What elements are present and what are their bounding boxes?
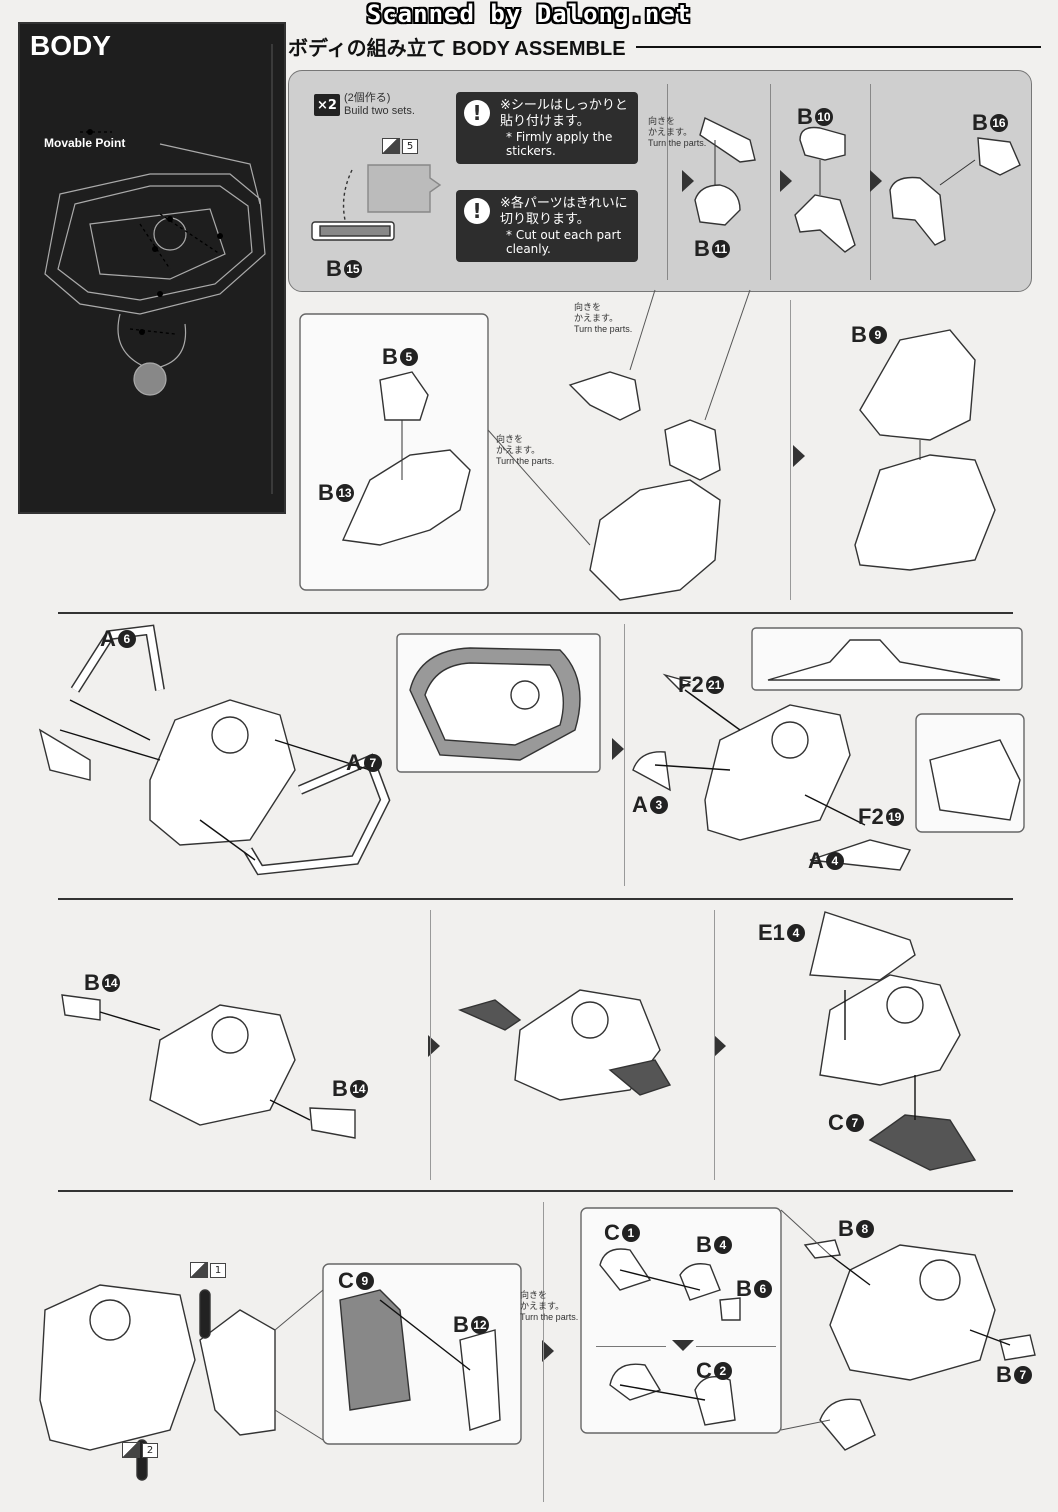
step-arrow-icon (793, 445, 805, 467)
step-arrow-icon (542, 1340, 554, 1362)
x2-badge: ×2 (314, 94, 340, 116)
build-two-en: Build two sets. (344, 105, 415, 117)
step-arrow-icon (428, 1035, 440, 1057)
turn-en: Turn the parts. (648, 138, 707, 148)
divider (543, 1202, 544, 1502)
turn-jp1: 向きを (520, 1290, 548, 1300)
turn-jp1: 向きを (496, 434, 524, 444)
note1-en-1: * Firmly apply the (506, 130, 613, 144)
turn-note: 向きを かえます。 Turn the parts. (648, 116, 706, 149)
sticker-number: 2 (142, 1442, 158, 1458)
step-arrow-down-icon (672, 1340, 694, 1351)
note2-jp-1: ※各パーツはきれいに (500, 196, 628, 211)
divider (667, 84, 668, 280)
divider (430, 910, 431, 1180)
turn-en: Turn the parts. (496, 456, 555, 466)
note2-en-1: * Cut out each part (506, 228, 622, 242)
warning-icon: ! (464, 198, 490, 224)
turn-jp2: かえます。 (574, 313, 619, 323)
build-two-sets: ×2 (2個作る) Build two sets. (314, 92, 415, 118)
note1-jp-2: 貼り付けます。 (500, 114, 590, 129)
section-divider (58, 1190, 1013, 1192)
sidebar-title: BODY (30, 30, 111, 61)
divider (696, 1346, 776, 1347)
turn-jp1: 向きを (574, 302, 602, 312)
divider (770, 84, 771, 280)
divider (624, 624, 625, 886)
sticker-ref: 5 (382, 138, 418, 154)
turn-en: Turn the parts. (520, 1312, 579, 1322)
turn-en: Turn the parts. (574, 324, 633, 334)
turn-note: 向きを かえます。 Turn the parts. (496, 434, 554, 467)
turn-jp2: かえます。 (648, 127, 693, 137)
turn-note: 向きを かえます。 Turn the parts. (520, 1290, 578, 1323)
section-divider (58, 898, 1013, 900)
turn-note: 向きを かえます。 Turn the parts. (574, 302, 632, 335)
movable-point-panel (18, 22, 286, 514)
turn-jp2: かえます。 (496, 445, 541, 455)
step-arrow-icon (612, 738, 624, 760)
page-title-en: BODY ASSEMBLE (452, 38, 626, 60)
turn-jp2: かえます。 (520, 1301, 565, 1311)
sticker-number: 5 (402, 138, 418, 154)
divider (714, 910, 715, 1180)
scan-watermark: Scanned by Dalong.net (366, 0, 692, 28)
build-two-jp: (2個作る) (344, 92, 391, 104)
note-cut: ! ※各パーツはきれいに 切り取ります。 * Cut out each part… (456, 190, 638, 262)
sticker-ref: 2 (122, 1442, 158, 1458)
section-divider (58, 612, 1013, 614)
divider (790, 300, 791, 600)
sticker-icon (382, 138, 400, 154)
sticker-number: 1 (210, 1262, 226, 1278)
note1-en-2: stickers. (506, 144, 556, 158)
page-title: ボディの組み立て BODY ASSEMBLE (288, 32, 626, 61)
note1-jp-1: ※シールはしっかりと (500, 98, 628, 113)
page-title-jp: ボディの組み立て (288, 38, 447, 60)
sticker-ref: 1 (190, 1262, 226, 1278)
movable-point-label: Movable Point (44, 136, 126, 150)
title-rule (636, 46, 1041, 48)
step-arrow-icon (714, 1035, 726, 1057)
sticker-icon (122, 1442, 140, 1458)
note2-jp-2: 切り取ります。 (500, 212, 590, 227)
warning-icon: ! (464, 100, 490, 126)
body-wireframe-illustration (44, 44, 273, 494)
note2-en-2: cleanly. (506, 242, 551, 256)
divider (596, 1346, 666, 1347)
turn-jp1: 向きを (648, 116, 676, 126)
sticker-icon (190, 1262, 208, 1278)
step-arrow-icon (870, 170, 882, 192)
step-arrow-icon (682, 170, 694, 192)
note-sticker: ! ※シールはしっかりと 貼り付けます。 * Firmly apply the … (456, 92, 638, 164)
step-arrow-icon (780, 170, 792, 192)
